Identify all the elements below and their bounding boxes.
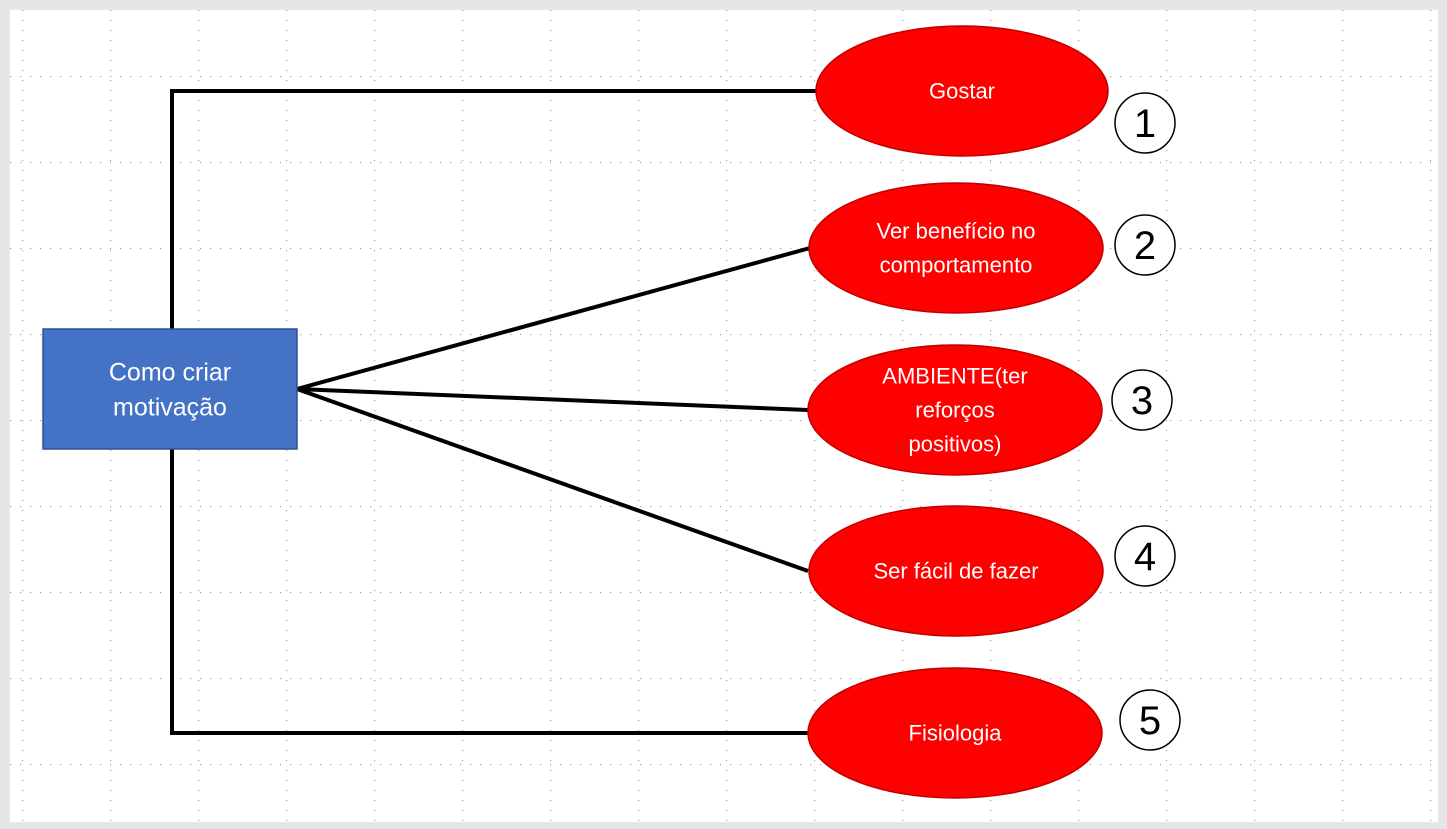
number-label: 4 [1134, 535, 1156, 579]
branch-label: Fisiologia [909, 721, 1003, 746]
branch-node[interactable]: Gostar [815, 25, 1109, 157]
branch-label: reforços [915, 398, 994, 423]
branch-ellipse[interactable] [808, 505, 1104, 637]
branch-node[interactable]: Ser fácil de fazer [808, 505, 1104, 637]
number-label: 1 [1134, 102, 1156, 146]
number-label: 5 [1139, 699, 1161, 743]
number-badge: 4 [1114, 525, 1176, 587]
number-badge: 3 [1111, 369, 1173, 431]
number-circle [1111, 369, 1173, 431]
number-badge: 5 [1119, 689, 1181, 751]
number-circle [1114, 92, 1176, 154]
number-circle [1114, 214, 1176, 276]
connector-fan [296, 387, 809, 412]
root-box[interactable] [42, 328, 298, 450]
connector-bottom [170, 449, 808, 735]
connector-fan [296, 246, 811, 391]
branch-label: comportamento [880, 253, 1033, 278]
branch-node[interactable]: AMBIENTE(ter reforços positivos) [807, 344, 1103, 476]
connector-top [170, 89, 818, 329]
number-circle [1119, 689, 1181, 751]
root-label: Como criar [109, 358, 231, 386]
branch-ellipse[interactable] [808, 182, 1104, 314]
number-badge: 2 [1114, 214, 1176, 276]
branch-ellipse[interactable] [807, 667, 1103, 799]
branch-label: Ver benefício no [876, 219, 1035, 244]
connector-lines [170, 89, 818, 735]
number-label: 3 [1131, 379, 1153, 423]
number-label: 2 [1134, 224, 1156, 268]
branch-label: AMBIENTE(ter [882, 364, 1027, 389]
branch-node[interactable]: Ver benefício no comportamento [808, 182, 1104, 314]
branch-label: positivos) [909, 432, 1002, 457]
branch-ellipse[interactable] [807, 344, 1103, 476]
branch-label: Ser fácil de fazer [873, 559, 1038, 584]
number-circle [1114, 525, 1176, 587]
branch-node[interactable]: Fisiologia [807, 667, 1103, 799]
branch-ellipse[interactable] [815, 25, 1109, 157]
root-label: motivação [113, 393, 227, 421]
branch-label: Gostar [929, 79, 995, 104]
root-node[interactable]: Como criar motivação [42, 328, 298, 450]
connector-fan [296, 387, 809, 573]
number-badge: 1 [1114, 92, 1176, 154]
